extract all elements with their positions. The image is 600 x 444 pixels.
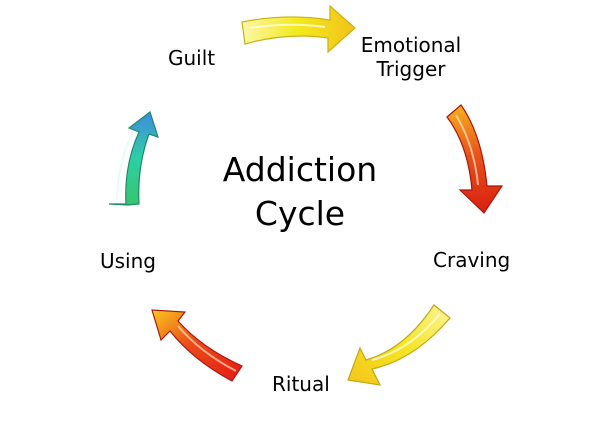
arrow-craving-to-ritual [347, 304, 451, 386]
stage-label-emotional-trigger-line-2: Trigger [376, 57, 446, 81]
arrow-guilt-to-trigger [241, 4, 356, 54]
arrow-trigger-to-craving [446, 104, 504, 214]
stage-label-craving: Craving [433, 248, 511, 272]
diagram-title: Addiction Cycle [200, 148, 400, 236]
diagram-title-line-2: Cycle [254, 194, 346, 233]
arrow-ritual-to-using [151, 309, 243, 382]
stage-label-using: Using [100, 249, 156, 273]
stage-label-ritual: Ritual [272, 372, 330, 396]
stage-label-guilt: Guilt [168, 46, 216, 70]
diagram-title-line-1: Addiction [222, 150, 378, 189]
stage-label-emotional-trigger-line-1: Emotional [360, 33, 462, 57]
arrow-using-to-guilt [108, 111, 159, 206]
stage-label-emotional-trigger: Emotional Trigger [351, 33, 471, 81]
